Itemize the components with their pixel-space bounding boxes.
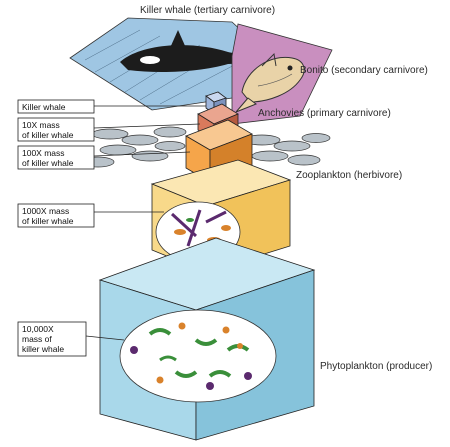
phytoplankton-cube (98, 237, 316, 441)
anchovy-school-icon (81, 126, 331, 168)
svg-text:of killer whale: of killer whale (22, 216, 74, 226)
bonito-panel (231, 23, 333, 125)
label-anchovies: Anchovies (primary carnivore) (258, 108, 391, 119)
mass-label-100x: 100X mass of killer whale (17, 145, 191, 170)
svg-text:mass of: mass of (22, 334, 52, 344)
svg-text:Killer whale: Killer whale (22, 102, 66, 112)
phytoplankton-icon (130, 322, 252, 390)
svg-text:10X mass: 10X mass (22, 120, 60, 130)
mass-label-10x: 10X mass of killer whale (17, 117, 201, 142)
mass-label-1000x: 1000X mass of killer whale (17, 203, 164, 228)
label-phytoplankton: Phytoplankton (producer) (320, 361, 432, 372)
mass-label-10000x: 10,000X mass of killer whale (17, 321, 125, 357)
svg-text:10,000X: 10,000X (22, 324, 54, 334)
svg-text:1000X mass: 1000X mass (22, 206, 69, 216)
killer-whale-panel (69, 17, 269, 111)
killer-whale-icon (120, 30, 252, 72)
label-killer-whale: Killer whale (tertiary carnivore) (140, 5, 275, 16)
mass-label-killer-whale: Killer whale (17, 99, 206, 114)
svg-text:killer whale: killer whale (22, 344, 64, 354)
label-zooplankton: Zooplankton (herbivore) (296, 170, 402, 181)
svg-text:of killer whale: of killer whale (22, 158, 74, 168)
bonito-fish-icon (235, 52, 305, 113)
label-bonito: Bonito (secondary carnivore) (300, 65, 428, 76)
svg-text:100X mass: 100X mass (22, 148, 65, 158)
svg-text:of killer whale: of killer whale (22, 130, 74, 140)
